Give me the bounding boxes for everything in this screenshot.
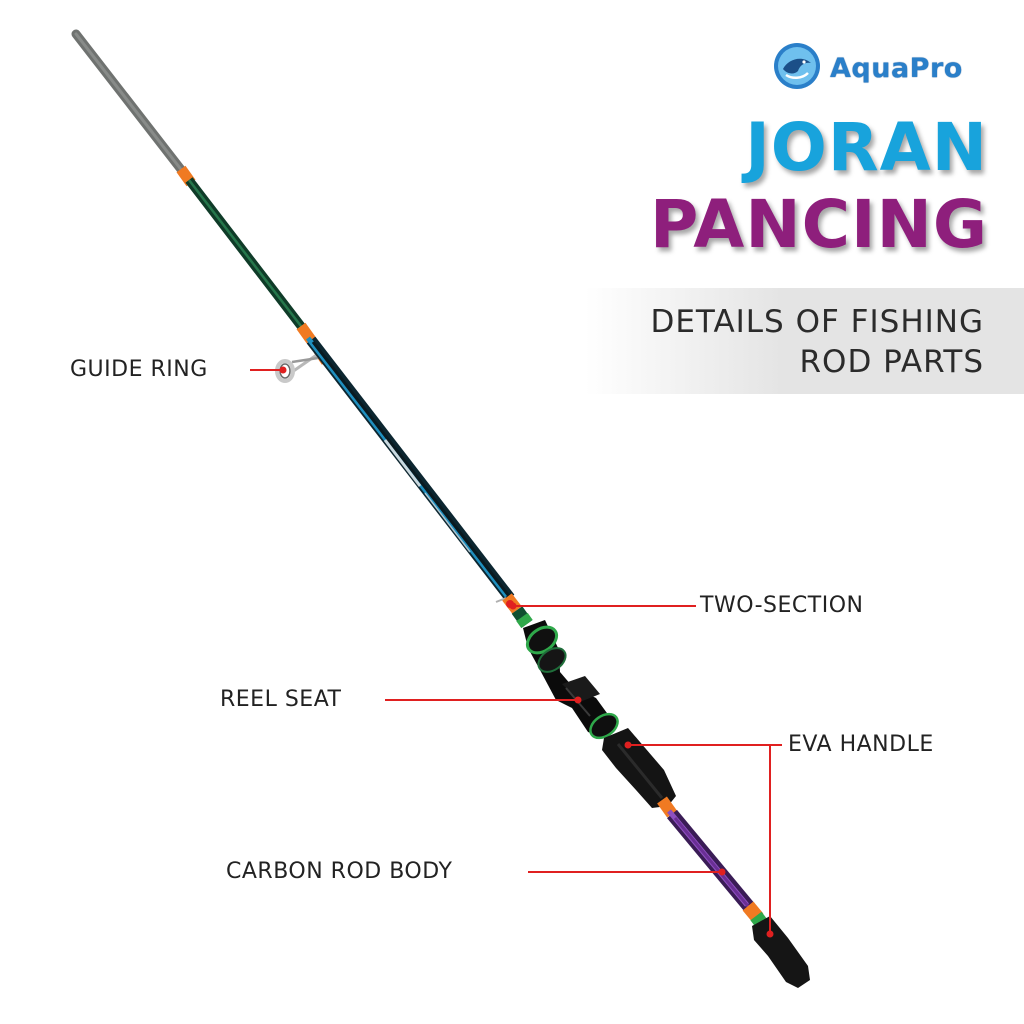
headline-line1: JORAN (745, 109, 988, 186)
subtitle-line2: ROD PARTS (799, 344, 984, 380)
leader-carbon-rod-body (528, 868, 726, 876)
callout-reel-seat: REEL SEAT (220, 687, 342, 712)
eva-grip-butt (752, 916, 810, 988)
leader-reel-seat (385, 696, 582, 704)
callout-carbon-rod-body: CARBON ROD BODY (226, 859, 453, 884)
brand-name: AquaPro (830, 52, 963, 84)
subtitle-line1: DETAILS OF FISHING (650, 304, 984, 340)
leader-guide-ring (250, 366, 287, 374)
subtitle-background (585, 288, 1024, 394)
brand-logo: AquaPro (772, 40, 963, 96)
headline-line2: PANCING (649, 186, 988, 263)
leader-eva-handle (624, 741, 782, 938)
fish-circle-icon (772, 41, 822, 95)
callout-eva-handle: EVA HANDLE (788, 732, 934, 757)
callout-guide-ring: GUIDE RING (70, 357, 208, 382)
subtitle: DETAILS OF FISHING ROD PARTS (650, 302, 984, 382)
callout-two-section: TWO-SECTION (700, 593, 864, 618)
leader-two-section (509, 602, 696, 610)
